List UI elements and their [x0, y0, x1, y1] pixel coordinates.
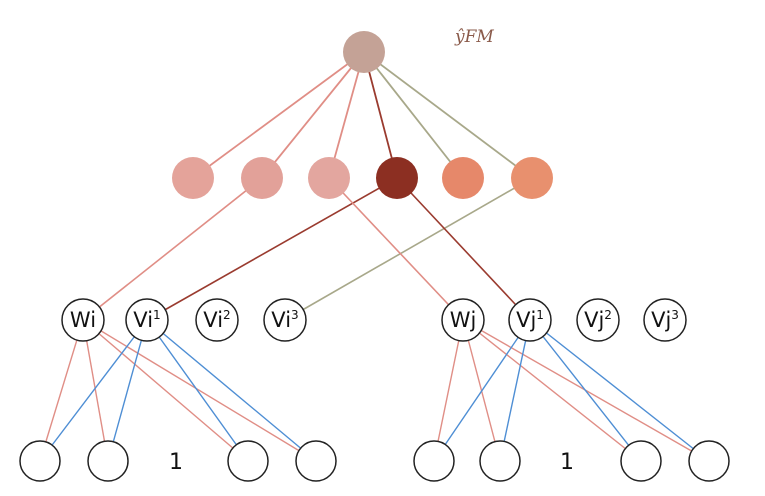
edges: [39, 51, 710, 462]
hidden-node: [376, 157, 418, 199]
feature-node-label: Vi3: [271, 308, 298, 332]
feature-node: [61, 298, 105, 342]
hidden-node: [308, 157, 350, 199]
edge-output-hidden: [192, 51, 365, 179]
feature-node-label: Vj2: [584, 308, 612, 332]
feature-node-label: Vj3: [651, 308, 679, 332]
feature-node: [643, 298, 687, 342]
feature-node-label: Vi1: [133, 308, 160, 332]
hidden-node: [442, 157, 484, 199]
input-count-label: 1: [560, 450, 574, 475]
output-node: [343, 31, 385, 73]
input-node: [295, 440, 337, 482]
hidden-node: [511, 157, 553, 199]
output-label: ŷFM: [454, 27, 494, 47]
edge-v-input: [107, 319, 148, 462]
edge-v-input: [433, 319, 531, 462]
input-node: [688, 440, 730, 482]
input-count-label: 1: [169, 450, 183, 475]
edge-w-input: [82, 319, 109, 462]
edge-w-input: [462, 319, 642, 462]
input-node: [413, 440, 455, 482]
edge-v-input: [529, 319, 642, 462]
edge-w-input: [39, 319, 84, 462]
edge-output-hidden: [363, 51, 533, 179]
feature-node: [195, 298, 239, 342]
input-node: [227, 440, 269, 482]
edge-w-input: [82, 319, 317, 462]
feature-node-label: Vj1: [516, 308, 544, 332]
edge-hidden-feature: [396, 177, 531, 321]
edge-hidden-feature: [146, 177, 398, 321]
labels: ŷFM 1 1: [169, 27, 574, 475]
feature-node: [125, 298, 169, 342]
edge-v-input: [529, 319, 710, 462]
nodes: Wi Vi1 Vi2 Vi3 Wj Vj1 Vj2 Vj3: [19, 31, 730, 482]
input-node: [19, 440, 61, 482]
feature-node: [441, 298, 485, 342]
feature-node: [263, 298, 307, 342]
input-node: [620, 440, 662, 482]
hidden-node: [172, 157, 214, 199]
feature-node: [576, 298, 620, 342]
edge-output-hidden: [328, 51, 365, 179]
edge-w-input: [433, 319, 464, 462]
edge-v-input: [499, 319, 531, 462]
feature-node: [508, 298, 552, 342]
feature-node-label: Wi: [70, 308, 96, 332]
edge-output-hidden: [363, 51, 398, 179]
feature-node-label: Wj: [450, 308, 477, 332]
edge-output-hidden: [261, 51, 365, 179]
edge-hidden-feature: [284, 177, 533, 321]
edge-v-input: [146, 319, 317, 462]
hidden-node: [241, 157, 283, 199]
edge-hidden-feature: [328, 177, 464, 321]
edge-w-input: [82, 319, 249, 462]
edge-v-input: [146, 319, 249, 462]
feature-node-label: Vi2: [203, 308, 230, 332]
edge-output-hidden: [363, 51, 464, 179]
input-node: [479, 440, 521, 482]
input-node: [87, 440, 129, 482]
edge-v-input: [39, 319, 148, 462]
edge-hidden-feature: [82, 177, 263, 321]
